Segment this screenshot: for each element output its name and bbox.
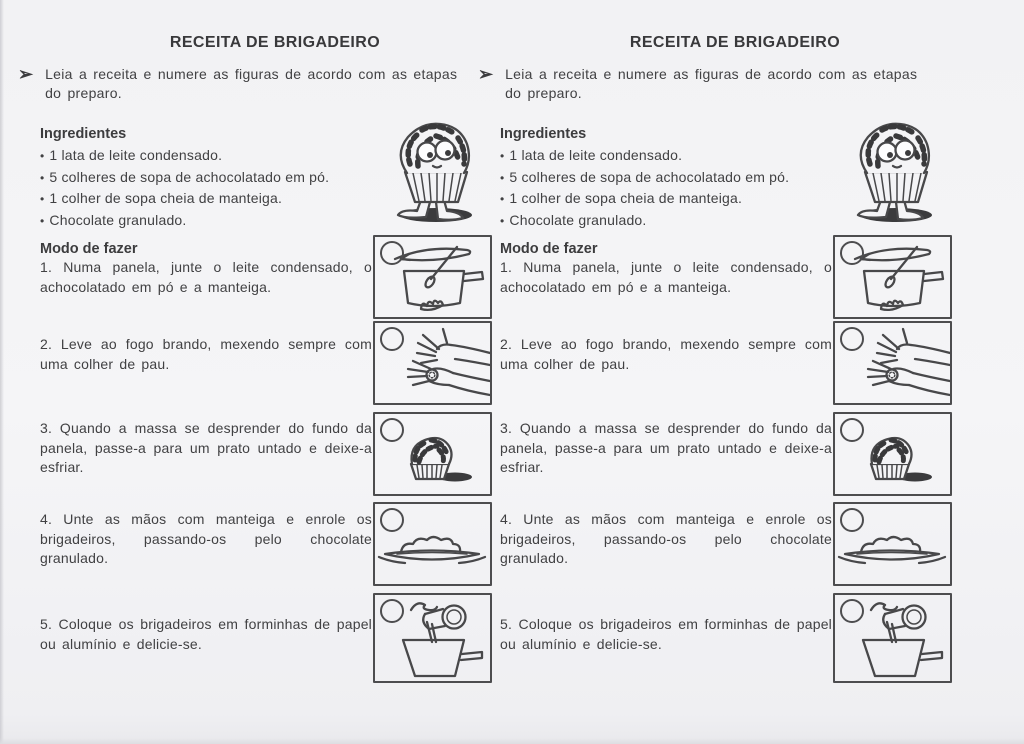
pan-stirring-icon xyxy=(853,245,945,312)
answer-circle xyxy=(840,508,864,532)
ingredient-item: • 5 colheres de sopa de achocolatado em p… xyxy=(40,167,380,189)
can-pouring-icon xyxy=(401,602,484,678)
ingredient-item: • 1 colher de sopa cheia de manteiga. xyxy=(40,188,380,210)
ingredients-list: • 1 lata de leite condensado. • 5 colheres… xyxy=(40,145,380,231)
ingredients-heading: Ingredientes xyxy=(40,126,127,142)
ingredient-text: 5 colheres de sopa de achocolatado em pó… xyxy=(509,168,790,185)
ingredient-text: 1 colher de sopa cheia de manteiga. xyxy=(509,190,743,206)
figure-box-plate-dough xyxy=(833,502,952,586)
method-heading: Modo de fazer xyxy=(500,241,598,257)
bullet-icon: • xyxy=(500,149,505,163)
step-5: 5. Coloque os brigadeiros em forminhas d… xyxy=(40,616,372,652)
step-5: 5. Coloque os brigadeiros em forminhas d… xyxy=(500,616,832,652)
instruction-row: ➢ Leia a receita e numere as figuras de … xyxy=(478,65,946,103)
figure-box-can-pouring xyxy=(373,593,492,683)
bullet-icon: • xyxy=(40,192,45,206)
answer-circle xyxy=(840,599,864,623)
bullet-icon: • xyxy=(40,213,45,228)
step-4: 4. Unte as mãos com manteiga e enrole os… xyxy=(40,511,372,566)
ingredient-text: 5 colheres de sopa de achocolatado em pó… xyxy=(49,168,330,185)
brigadeiro-mascot-icon xyxy=(396,122,472,222)
figure-box-plate-dough xyxy=(373,502,492,586)
ingredient-item: • 1 colher de sopa cheia de manteiga. xyxy=(500,188,840,210)
instruction-text: Leia a receita e numere as figuras de ac… xyxy=(45,66,458,101)
plate-dough-icon xyxy=(377,535,487,565)
figure-box-pan-stirring xyxy=(833,235,952,319)
answer-circle xyxy=(380,418,404,442)
ingredient-text: 1 colher de sopa cheia de manteiga. xyxy=(49,190,283,206)
ingredient-item: • 1 lata de leite condensado. xyxy=(500,145,840,167)
answer-circle xyxy=(380,327,404,351)
step-1: 1. Numa panela, junte o leite condensado… xyxy=(500,259,832,295)
hands-rolling-icon xyxy=(866,327,950,397)
brigadeiro-mascot-illustration xyxy=(374,112,496,230)
ingredient-item: • Chocolate granulado. xyxy=(500,210,840,232)
instruction-row: ➢ Leia a receita e numere as figuras de … xyxy=(18,65,486,103)
brigadeiro-mascot-icon xyxy=(856,122,932,222)
worksheet-title: RECEITA DE BRIGADEIRO xyxy=(629,34,841,51)
ingredient-text: Chocolate granulado. xyxy=(49,211,187,228)
answer-circle xyxy=(840,418,864,442)
plate-dough-icon xyxy=(837,535,947,565)
ingredient-text: 1 lata de leite condensado. xyxy=(49,147,223,163)
bullet-icon: • xyxy=(500,213,505,228)
ingredients-heading: Ingredientes xyxy=(500,126,587,142)
worksheet-column: RECEITA DE BRIGADEIRO ➢ Leia a receita e… xyxy=(8,0,508,744)
arrow-icon: ➢ xyxy=(18,64,34,84)
worksheet-column: RECEITA DE BRIGADEIRO ➢ Leia a receita e… xyxy=(468,0,968,744)
figure-box-can-pouring xyxy=(833,593,952,683)
worksheet-title: RECEITA DE BRIGADEIRO xyxy=(169,34,381,51)
figure-box-pan-stirring xyxy=(373,235,492,319)
step-2: 2. Leve ao fogo brando, mexendo sempre c… xyxy=(40,336,372,372)
answer-circle xyxy=(840,327,864,351)
pan-stirring-icon xyxy=(393,245,485,312)
instruction-text: Leia a receita e numere as figuras de ac… xyxy=(505,66,918,101)
ingredient-item: • 5 colheres de sopa de achocolatado em p… xyxy=(500,167,840,189)
ingredient-item: • Chocolate granulado. xyxy=(40,210,380,232)
arrow-icon: ➢ xyxy=(478,64,494,84)
bullet-icon: • xyxy=(500,170,505,185)
brigadeiro-ball-icon xyxy=(409,436,472,482)
step-1: 1. Numa panela, junte o leite condensado… xyxy=(40,259,372,295)
answer-circle xyxy=(380,508,404,532)
bullet-icon: • xyxy=(40,149,45,163)
hands-rolling-icon xyxy=(406,327,490,397)
answer-circle xyxy=(840,241,864,265)
bullet-icon: • xyxy=(500,192,505,206)
step-3: 3. Quando a massa se desprender do fundo… xyxy=(40,420,372,475)
figure-box-hands-rolling xyxy=(833,321,952,405)
brigadeiro-ball-icon xyxy=(869,436,932,482)
figure-box-brigadeiro-ball xyxy=(833,412,952,496)
step-2: 2. Leve ao fogo brando, mexendo sempre c… xyxy=(500,336,832,372)
answer-circle xyxy=(380,241,404,265)
step-3: 3. Quando a massa se desprender do fundo… xyxy=(500,420,832,475)
can-pouring-icon xyxy=(861,602,944,678)
ingredients-list: • 1 lata de leite condensado. • 5 colheres… xyxy=(500,145,840,231)
figure-box-hands-rolling xyxy=(373,321,492,405)
ingredient-text: 1 lata de leite condensado. xyxy=(509,147,683,163)
bullet-icon: • xyxy=(40,170,45,185)
step-4: 4. Unte as mãos com manteiga e enrole os… xyxy=(500,511,832,566)
method-heading: Modo de fazer xyxy=(40,241,138,257)
ingredient-item: • 1 lata de leite condensado. xyxy=(40,145,380,167)
figure-box-brigadeiro-ball xyxy=(373,412,492,496)
answer-circle xyxy=(380,599,404,623)
brigadeiro-mascot-illustration xyxy=(834,112,956,230)
ingredient-text: Chocolate granulado. xyxy=(509,211,647,228)
